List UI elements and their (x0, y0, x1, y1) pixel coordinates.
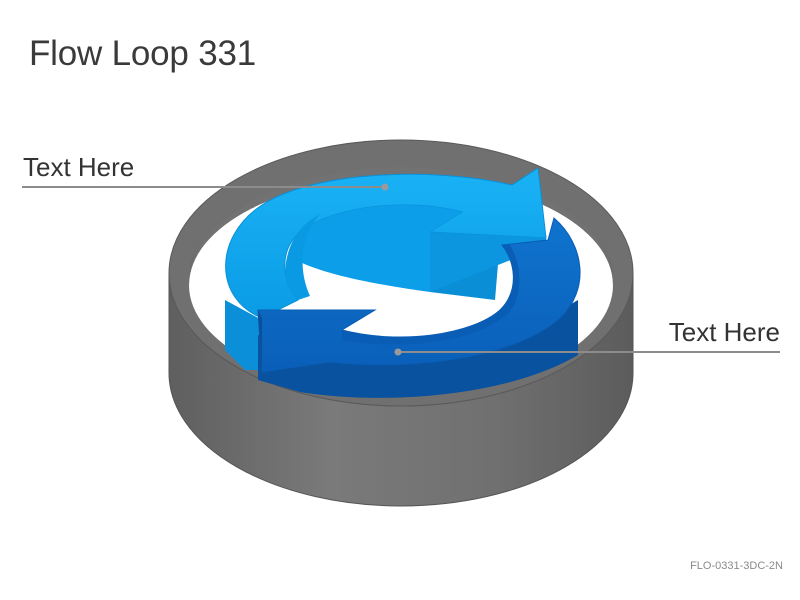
page-title: Flow Loop 331 (29, 34, 257, 73)
label-bottom-arrow: Text Here (668, 317, 780, 347)
leader-dot-bottom (394, 348, 402, 356)
footer-code: FLO-0331-3DC-2N (690, 560, 783, 572)
label-top-arrow: Text Here (23, 152, 135, 182)
arrow-dark (257, 217, 581, 398)
leader-dot-top (381, 183, 389, 191)
